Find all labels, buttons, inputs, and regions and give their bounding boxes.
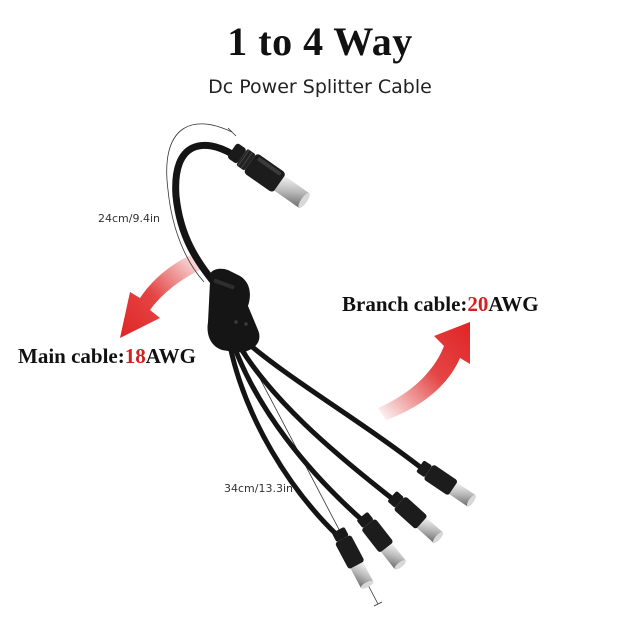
branch-dc-plug-1 [416, 460, 476, 507]
branch-length-label: 34cm/13.3in [224, 482, 293, 495]
branch-dc-plug-4 [332, 527, 374, 589]
branch-cable-label: Branch cable:20AWG [342, 292, 539, 317]
branch-cables [227, 337, 427, 539]
main-cable-prefix: Main cable: [18, 344, 125, 368]
branch-dc-plug-2 [388, 491, 444, 543]
main-cable [172, 141, 236, 296]
main-cable-gauge: 18 [124, 344, 146, 368]
branch-cable-gauge: 20 [467, 292, 489, 316]
dimension-line-main [166, 123, 237, 283]
main-dc-plug [228, 143, 310, 209]
branch-dc-plug-3 [357, 512, 406, 570]
main-cable-label: Main cable:18AWG [18, 344, 196, 369]
branch-cable-suffix: AWG [488, 292, 539, 316]
page-title: 1 to 4 Way [227, 19, 413, 64]
main-length-label: 24cm/9.4in [98, 212, 160, 225]
main-cable-suffix: AWG [145, 344, 196, 368]
splitter-body [207, 268, 260, 353]
page-subtitle: Dc Power Splitter Cable [208, 76, 432, 98]
arrow-right-icon [378, 322, 470, 420]
arrow-left-icon [120, 252, 204, 338]
branch-cable-prefix: Branch cable: [342, 292, 468, 316]
